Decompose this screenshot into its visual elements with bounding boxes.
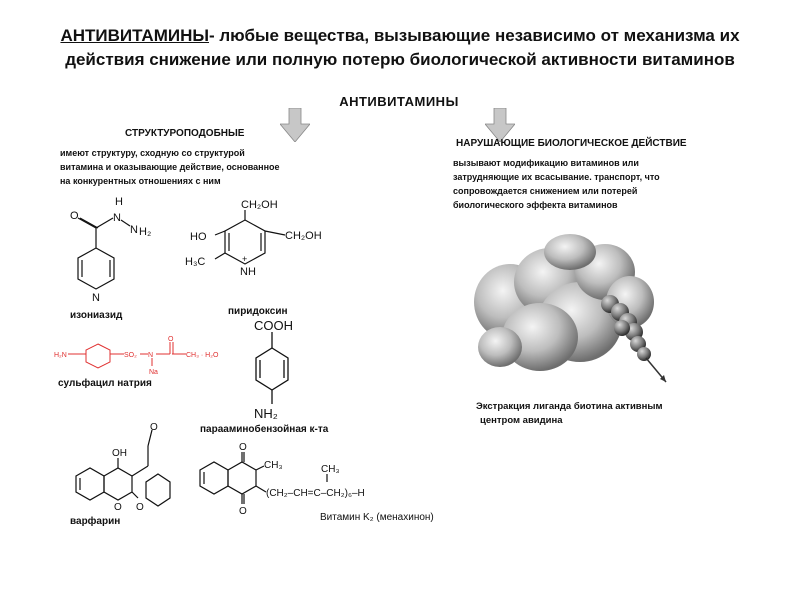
svg-text:N: N [130,224,138,236]
svg-text:O: O [70,210,79,222]
svg-text:NH₂: NH₂ [254,406,278,421]
pyridoxine-label: пиридоксин [228,306,288,317]
svg-text:CH₃: CH₃ [264,460,283,471]
root-label: АНТИВИТАМИНЫ [339,94,459,109]
paba-structure: COOH NH₂ [254,318,293,421]
svg-text:CH₂OH: CH₂OH [241,199,278,211]
avidin-caption: Экстракция лиганда биотина активным цент… [476,400,663,428]
svg-text:O: O [114,502,122,513]
svg-text:H₃C: H₃C [185,256,205,268]
isoniazid-label: изониазид [70,310,123,321]
structural-analogs-description: имеют структуру, сходную со структурой в… [60,146,280,188]
isoniazid-structure: O N H N H₂ N [70,196,151,304]
svg-text:CH₃ · H₂O: CH₃ · H₂O [186,352,219,359]
description-line: витамина и оказывающие действие, основан… [60,162,280,172]
paba-label: параамино­бензойная к-та [200,424,329,435]
biological-disruptors-heading: НАРУШАЮЩИЕ БИОЛОГИЧЕСКОЕ ДЕЙСТВИЕ [456,138,687,149]
svg-text:N: N [113,212,121,224]
svg-text:O: O [168,336,174,343]
pyridoxine-structure: CH₂OH HO H₃C CH₂OH N H + [185,199,322,278]
svg-text:O: O [239,506,247,517]
vitamin-k2-structure: O O CH₃ CH₃ (CH₂–CH=C–CH₂)₆–H [199,442,365,517]
svg-text:(CH₂–CH=C–CH₂)₆–H: (CH₂–CH=C–CH₂)₆–H [266,488,365,499]
svg-text:O: O [150,422,158,433]
svg-text:COOH: COOH [254,318,293,333]
svg-text:N: N [148,352,153,359]
description-line: на конкурентных отношениях с ним [60,176,221,186]
description-line: вызывают модификацию витаминов или [453,158,639,168]
description-line: имеют структуру, сходную со структурой [60,148,245,158]
caption-line: центром авидина [480,415,563,426]
svg-text:OH: OH [112,448,127,459]
avidin-biotin-protein-image [474,234,667,383]
svg-text:O: O [239,442,247,453]
svg-text:CH₂OH: CH₂OH [285,230,322,242]
svg-text:CH₃: CH₃ [321,464,340,475]
description-line: затрудняющие их всасывание. транспорт, ч… [453,172,660,182]
structural-analogs-heading: СТРУКТУРОПОДОБНЫЕ [125,128,245,139]
page-title: АНТИВИТАМИНЫ- любые вещества, вызывающие… [40,24,760,72]
title-term: АНТИВИТАМИНЫ [60,26,209,45]
left-arrow-icon [280,108,310,142]
svg-text:H: H [248,266,256,278]
title-definition: - любые вещества, вызывающие независимо … [65,26,740,69]
vitamin-k2-label: Витамин K₂ (менахинон) [320,512,434,523]
sulfacyl-structure: H₂N SO₂ N O CH₃ · H₂O Na [54,336,219,376]
svg-text:N: N [92,292,100,304]
warfarin-label: варфарин [70,516,121,527]
svg-text:Na: Na [149,369,158,376]
description-line: биологического эффекта витаминов [453,200,618,210]
description-line: сопровождается снижением или потерей [453,186,638,196]
svg-text:+: + [242,254,247,264]
svg-text:H₂: H₂ [139,226,151,238]
svg-text:N: N [240,266,248,278]
svg-text:H₂N: H₂N [54,352,67,359]
caption-line: Экстракция лиганда биотина активным [476,401,663,412]
right-arrow-icon [485,108,515,142]
biological-disruptors-description: вызывают модификацию витаминов или затру… [453,156,660,212]
svg-text:H: H [115,196,123,208]
warfarin-structure: OH O O O [75,422,171,513]
svg-text:HO: HO [190,231,207,243]
svg-text:O: O [136,502,144,513]
sulfacyl-label: сульфацил натрия [58,378,152,389]
svg-text:SO₂: SO₂ [124,352,137,359]
